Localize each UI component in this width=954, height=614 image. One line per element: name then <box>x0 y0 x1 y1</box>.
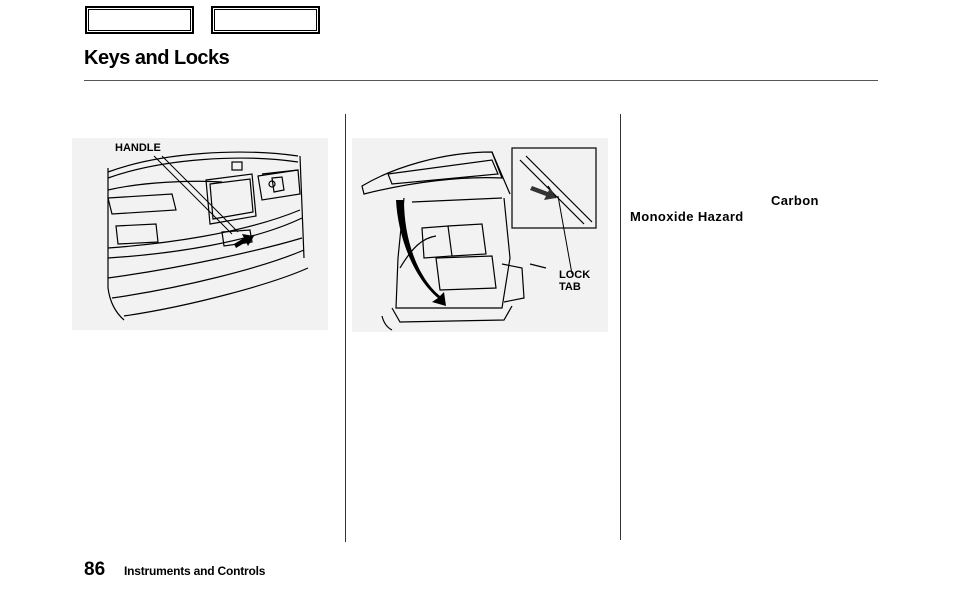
column-divider-2 <box>620 114 621 540</box>
lock-tab-callout-line2: TAB <box>559 281 581 293</box>
page-title: Keys and Locks <box>84 47 230 69</box>
carbon-monoxide-link-line2[interactable]: Monoxide Hazard <box>630 209 744 224</box>
open-tailgate-illustration <box>352 138 608 332</box>
handle-callout: HANDLE <box>115 142 161 154</box>
column-divider-1 <box>345 114 346 542</box>
tailgate-handle-illustration <box>72 138 328 330</box>
previous-page-button[interactable] <box>85 6 194 34</box>
page-number: 86 <box>84 559 106 580</box>
lock-tab-callout: LOCK TAB <box>559 269 590 293</box>
lock-tab-callout-line1: LOCK <box>559 269 591 281</box>
section-name: Instruments and Controls <box>124 564 266 578</box>
next-page-button[interactable] <box>211 6 320 34</box>
title-rule <box>84 80 878 81</box>
carbon-monoxide-link-line1[interactable]: Carbon <box>771 193 819 208</box>
